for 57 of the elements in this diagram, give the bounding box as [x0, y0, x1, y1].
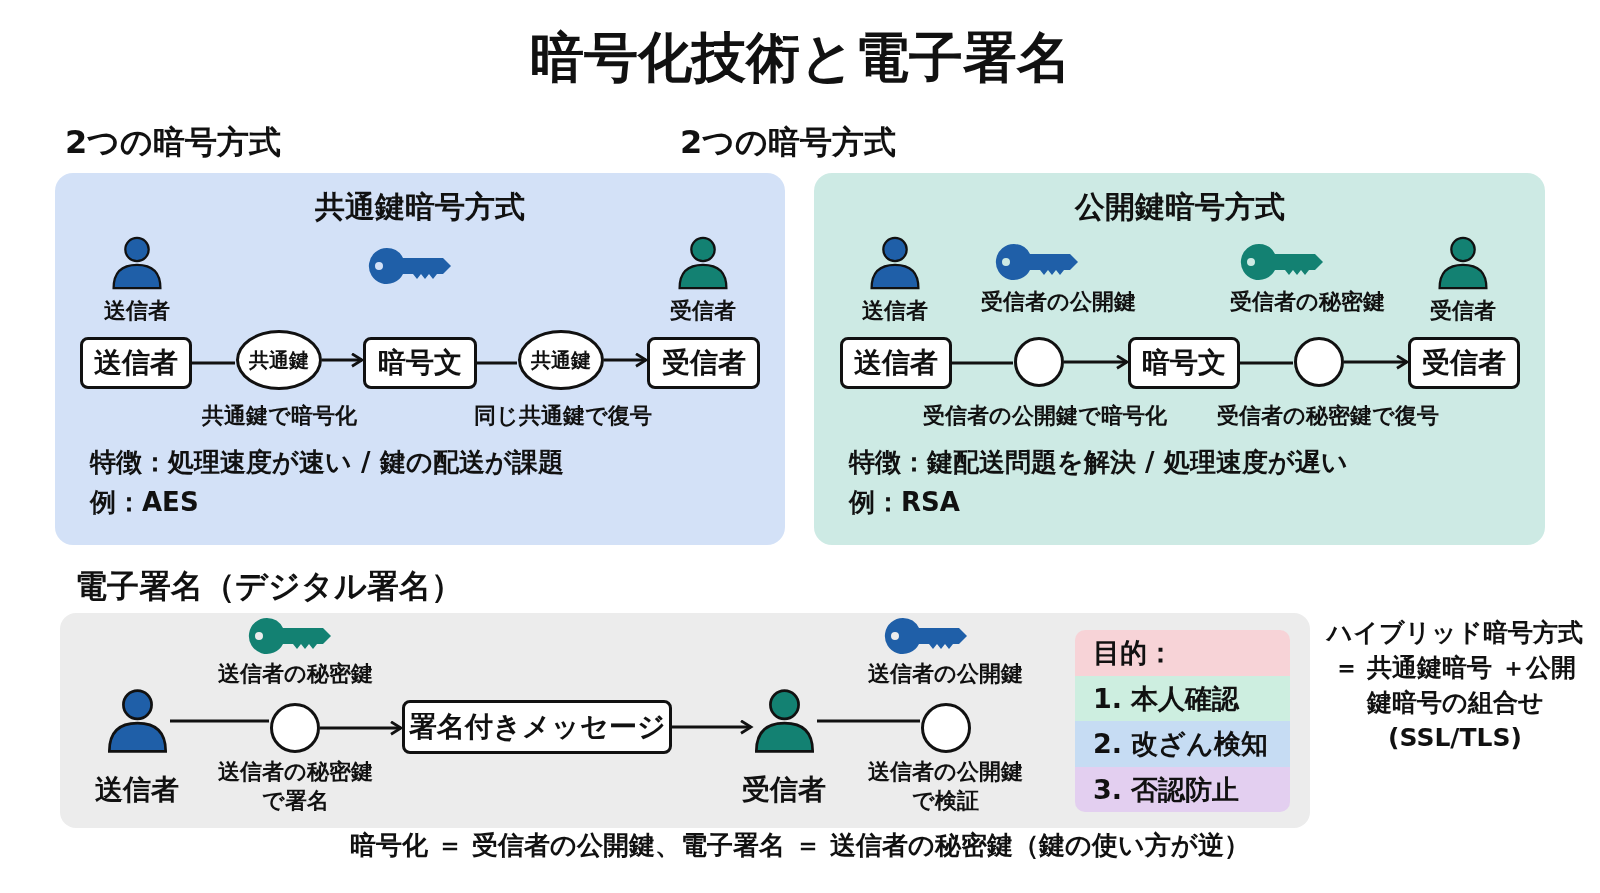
- feature-text: 特徴：鍵配送問題を解決 / 処理速度が遅い: [849, 446, 1348, 479]
- process-box: 送信者: [840, 337, 952, 389]
- arrow: [604, 352, 648, 368]
- process-box: 受信者: [647, 337, 760, 389]
- section-heading: 電子署名（デジタル署名）: [75, 566, 463, 607]
- purpose-band: 2. 改ざん検知: [1075, 721, 1290, 767]
- annotation: 共通鍵で暗号化: [200, 402, 358, 430]
- connector-line: [192, 361, 235, 365]
- arrow: [1344, 354, 1409, 370]
- annotation: 受信者の公開鍵で暗号化: [922, 402, 1168, 430]
- annotation: 送信者の公開鍵: [866, 660, 1024, 688]
- label: 受信者: [669, 297, 737, 325]
- connector-line: [817, 719, 920, 723]
- annotation: 受信者の秘密鍵: [1228, 288, 1386, 316]
- annotation: 送信者の秘密鍵で署名: [216, 758, 374, 815]
- arrow: [322, 352, 364, 368]
- process-box: 署名付きメッセージ: [402, 700, 672, 754]
- purpose-band: 目的：: [1075, 630, 1290, 676]
- label: 2つの暗号方式: [680, 122, 898, 163]
- arrow: [320, 720, 403, 736]
- circle: [1014, 337, 1064, 387]
- arrow: [672, 719, 753, 735]
- arrow: [1064, 354, 1129, 370]
- feature-text: 特徴：処理速度が速い / 鍵の配送が課題: [90, 446, 564, 479]
- label: 送信者: [861, 297, 929, 325]
- key-ellipse: 共通鍵: [236, 330, 322, 390]
- annotation: 受信者の公開鍵: [979, 288, 1137, 316]
- annotation: 送信者: [94, 772, 180, 808]
- panel-heading: 共通鍵暗号方式: [314, 188, 526, 226]
- caption: 暗号化 ＝ 受信者の公開鍵、電子署名 ＝ 送信者の秘密鍵（鍵の使い方が逆）: [349, 829, 1251, 862]
- annotation: 同じ共通鍵で復号: [473, 402, 653, 430]
- process-box: 暗号文: [1128, 337, 1240, 389]
- circle: [1294, 337, 1344, 387]
- label: ハイブリッド暗号方式＝ 共通鍵暗号 ＋公開鍵暗号の組合せ(SSL/TLS): [1325, 617, 1584, 754]
- label: 2つの暗号方式: [65, 122, 283, 163]
- process-box: 暗号文: [363, 337, 477, 389]
- label: 送信者: [103, 297, 171, 325]
- annotation: 受信者の秘密鍵で復号: [1216, 402, 1440, 430]
- panel-heading: 公開鍵暗号方式: [1073, 188, 1286, 226]
- annotation: 送信者の秘密鍵: [216, 660, 374, 688]
- purpose-band: 3. 否認防止: [1075, 766, 1290, 812]
- connector-line: [1240, 361, 1293, 365]
- connector-line: [952, 361, 1013, 365]
- purpose-band: 1. 本人確認: [1075, 675, 1290, 721]
- annotation: 送信者の公開鍵で検証: [866, 758, 1024, 815]
- label: 受信者: [1429, 297, 1497, 325]
- feature-text: 例：AES: [90, 486, 199, 519]
- process-box: 送信者: [80, 337, 192, 389]
- panel: [55, 173, 785, 545]
- process-box: 受信者: [1408, 337, 1520, 389]
- feature-text: 例：RSA: [849, 486, 960, 519]
- key-ellipse: 共通鍵: [518, 330, 604, 390]
- title: 暗号化技術と電子署名: [528, 25, 1072, 91]
- panel: [814, 173, 1545, 545]
- connector-line: [477, 361, 517, 365]
- annotation: 受信者: [741, 772, 827, 808]
- connector-line: [170, 719, 269, 723]
